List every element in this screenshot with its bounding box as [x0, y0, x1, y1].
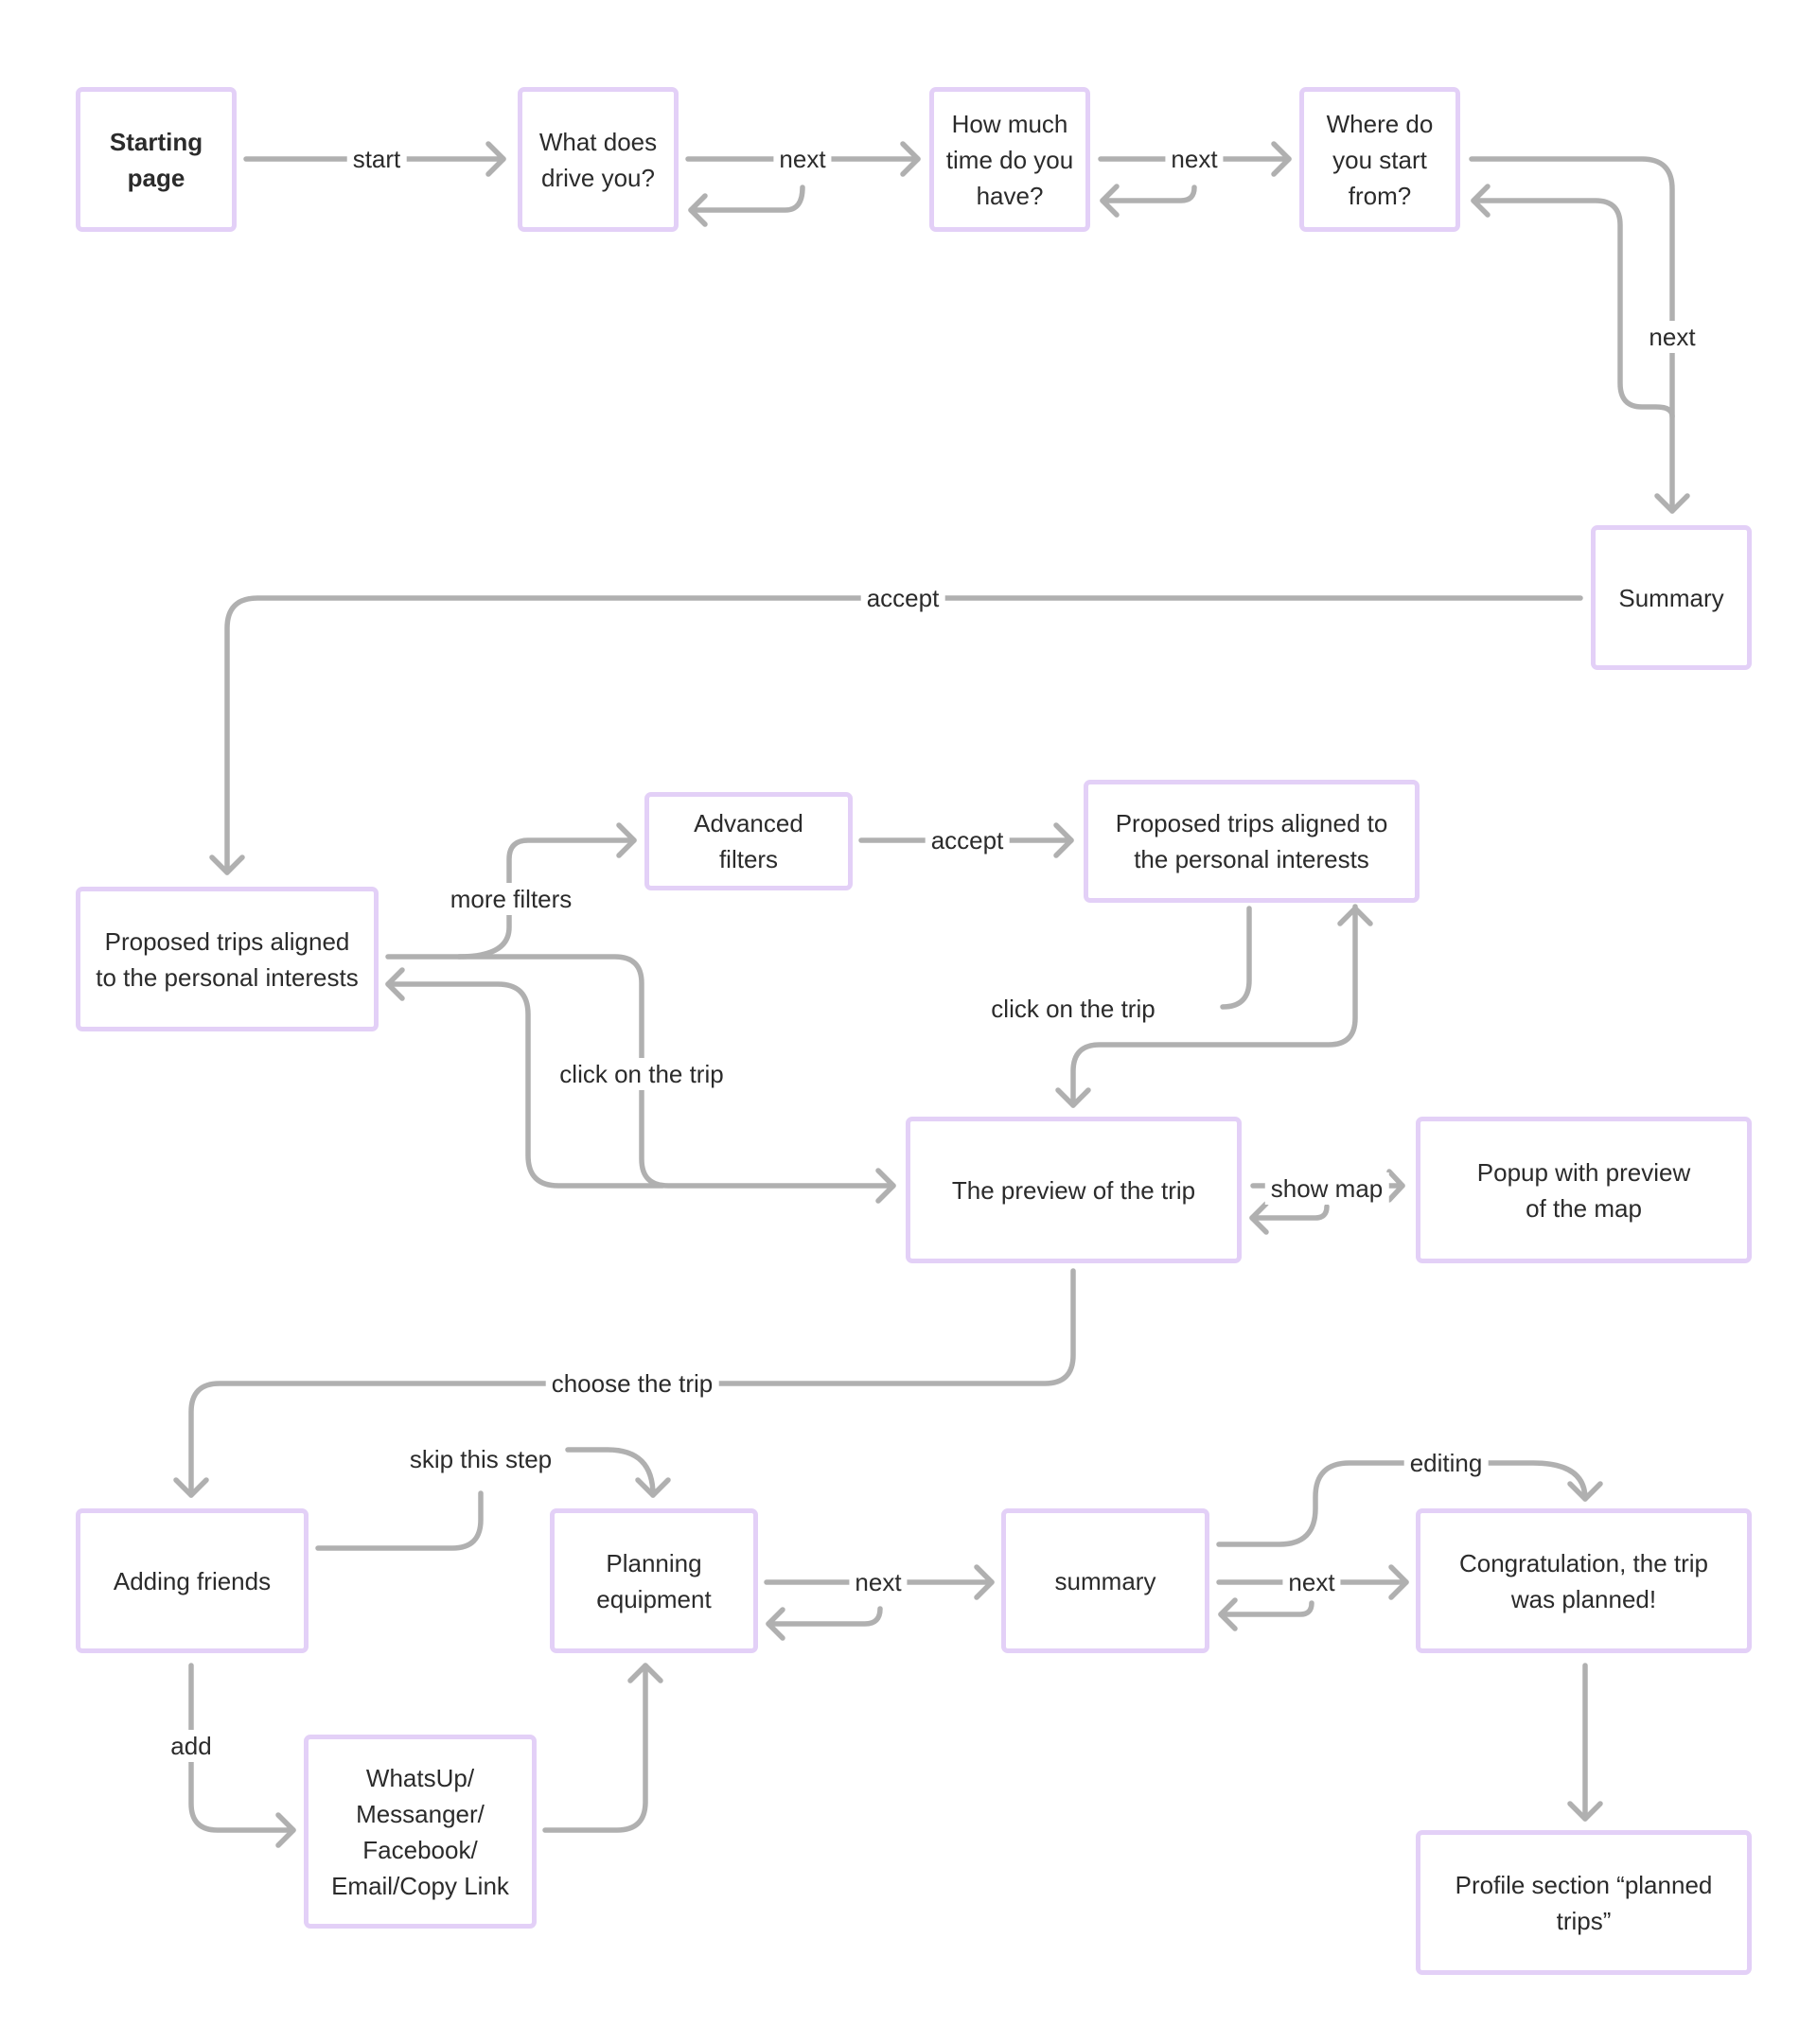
node-planning-equipment: Planning equipment	[550, 1508, 758, 1653]
arrowhead	[627, 1663, 663, 1683]
arrowhead	[385, 967, 405, 1001]
arrowhead	[173, 1477, 209, 1498]
arrowhead	[1218, 1597, 1238, 1631]
edge-next-2-back	[1100, 185, 1197, 203]
arrowhead	[1567, 1801, 1603, 1822]
node-share-options: WhatsUp/ Messanger/ Facebook/ Email/Copy…	[304, 1735, 537, 1929]
node-proposed-trips-left: Proposed trips aligned to the personal i…	[76, 887, 379, 1031]
node-congratulation: Congratulation, the trip was planned!	[1416, 1508, 1752, 1653]
node-popup-map: Popup with preview of the map	[1416, 1117, 1752, 1263]
arrowhead	[1337, 906, 1373, 926]
edge-label-accept: accept	[860, 582, 945, 614]
node-adding-friends: Adding friends	[76, 1508, 309, 1653]
edge-label-start: start	[346, 143, 407, 175]
edge-next-5-back	[1218, 1600, 1314, 1617]
arrowhead	[209, 855, 245, 875]
node-proposed-trips-right: Proposed trips aligned to the personal i…	[1084, 780, 1420, 903]
edge-editing	[1216, 1460, 1588, 1547]
arrowhead	[766, 1607, 785, 1641]
edge-label-more-filters: more filters	[444, 883, 578, 915]
arrowhead	[616, 822, 637, 858]
edge-label-next: next	[1165, 143, 1224, 175]
arrowhead	[1100, 184, 1120, 218]
edge-add	[188, 1663, 296, 1833]
node-advanced-filters: Advanced filters	[644, 792, 853, 890]
edge-label-choose-trip: choose the trip	[545, 1367, 719, 1400]
node-where-start: Where do you start from?	[1299, 87, 1460, 232]
edge-accept-1	[224, 595, 1583, 875]
arrowhead	[1249, 1201, 1269, 1235]
arrowhead	[900, 141, 921, 177]
arrowhead	[1055, 1087, 1091, 1108]
arrowhead	[485, 141, 506, 177]
edge-share-to-planning	[542, 1663, 648, 1833]
arrowhead	[974, 1564, 995, 1600]
edge-label-accept: accept	[925, 824, 1010, 856]
edge-skip-step	[315, 1490, 484, 1551]
arrowhead	[875, 1168, 896, 1204]
edge-next-4-back	[766, 1606, 883, 1627]
edge-next-1-back	[688, 185, 805, 213]
edge-label-show-map: show map	[1264, 1172, 1389, 1205]
edge-next-3-forward	[1469, 156, 1675, 514]
node-summary-bottom: summary	[1001, 1508, 1209, 1653]
node-how-much-time: How much time do you have?	[929, 87, 1090, 232]
edge-click-trip-2-back	[1070, 904, 1358, 1108]
arrowhead	[1386, 1169, 1405, 1203]
node-summary-top: Summary	[1591, 525, 1752, 670]
edge-label-skip-step: skip this step	[403, 1443, 558, 1475]
edge-label-click-trip: click on the trip	[554, 1058, 730, 1090]
node-preview-trip: The preview of the trip	[906, 1117, 1242, 1263]
arrowhead	[1654, 493, 1690, 514]
edge-click-trip-1-back	[385, 981, 665, 1189]
arrowhead	[1567, 1481, 1603, 1502]
edge-show-map-back	[1249, 1204, 1330, 1221]
arrowhead	[1471, 184, 1491, 218]
edge-label-next: next	[773, 143, 832, 175]
node-profile-section: Profile section “planned trips”	[1416, 1830, 1752, 1975]
arrowhead	[1271, 141, 1292, 177]
arrowhead	[1053, 822, 1074, 858]
edge-label-click-trip: click on the trip	[985, 993, 1161, 1025]
edge-label-add: add	[165, 1730, 218, 1762]
arrowhead	[275, 1812, 296, 1848]
edge-next-3-back	[1471, 198, 1675, 419]
arrowhead	[1388, 1564, 1409, 1600]
node-what-drives: What does drive you?	[518, 87, 679, 232]
edge-click-trip-2-forward	[1220, 906, 1252, 1010]
edge-label-next: next	[849, 1566, 908, 1598]
edge-skip-step-upper	[565, 1447, 656, 1498]
node-starting-page: Starting page	[76, 87, 237, 232]
edge-label-next: next	[1643, 321, 1702, 353]
edge-label-next: next	[1282, 1566, 1341, 1598]
arrowhead	[635, 1477, 671, 1498]
arrowhead	[688, 193, 708, 227]
edge-label-editing: editing	[1403, 1447, 1489, 1479]
